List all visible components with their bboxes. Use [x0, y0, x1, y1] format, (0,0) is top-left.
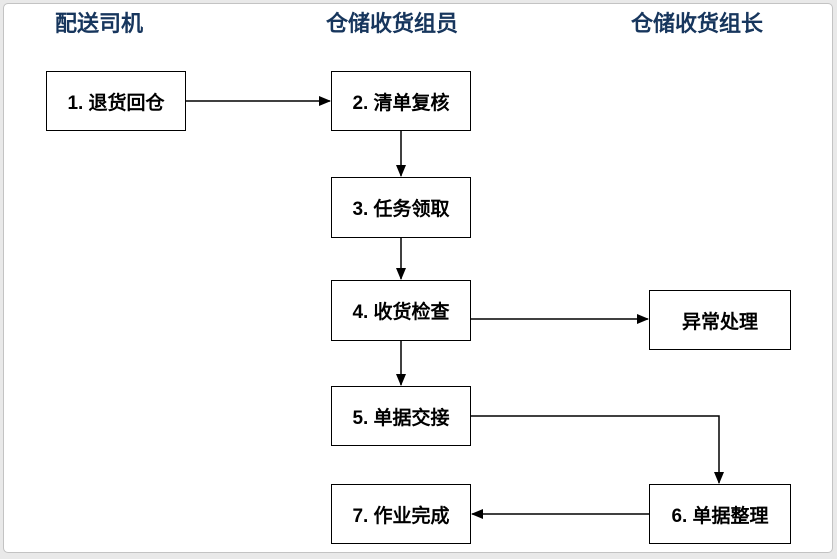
flow-node-document-sorting: 6. 单据整理: [649, 484, 791, 544]
flow-node-list-recheck: 2. 清单复核: [331, 71, 471, 131]
lane-header-warehouse-lead: 仓储收货组长: [631, 11, 764, 36]
flow-node-return-to-warehouse: 1. 退货回仓: [46, 71, 186, 131]
flow-node-exception-handling: 异常处理: [649, 290, 791, 350]
flow-node-document-handover: 5. 单据交接: [331, 386, 471, 446]
lane-header-warehouse-receiver: 仓储收货组员: [326, 11, 459, 36]
flow-node-job-complete: 7. 作业完成: [331, 484, 471, 544]
lane-header-delivery-driver: 配送司机: [55, 11, 144, 36]
flow-node-receiving-check: 4. 收货检查: [331, 280, 471, 341]
flow-node-task-claim: 3. 任务领取: [331, 177, 471, 238]
